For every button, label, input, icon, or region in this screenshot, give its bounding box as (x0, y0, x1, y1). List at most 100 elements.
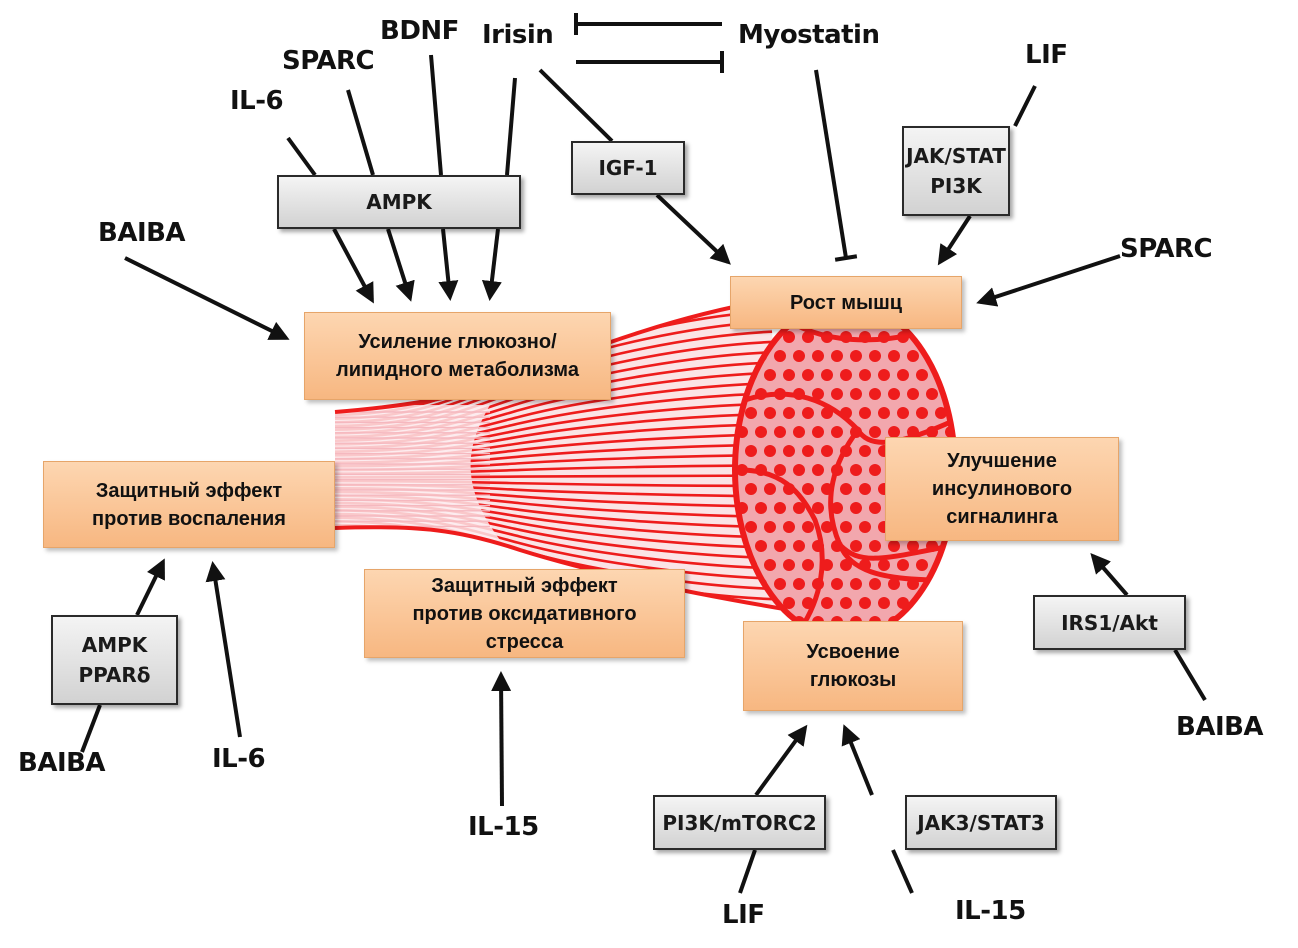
muscle-outline-bottom (334, 525, 791, 612)
myofibril-dot (859, 407, 871, 419)
label-sparc-right: SPARC (1120, 234, 1213, 264)
myofibril-dot (831, 426, 843, 438)
myofibril-dot (869, 426, 881, 438)
myofibril-dot (793, 502, 805, 514)
myofibril-dot (859, 559, 871, 571)
myofibril-dot (736, 426, 748, 438)
myofibril-dot (745, 407, 757, 419)
label-il15-center: IL-15 (468, 812, 539, 842)
myofibril-dot (812, 540, 824, 552)
myofibril-dot (878, 559, 890, 571)
pathway-box-irs1-akt: IRS1/Akt (1033, 595, 1186, 650)
myofibril-dot (850, 540, 862, 552)
edge-bdnf-ampk (429, 54, 443, 176)
myofibril-dot (907, 426, 919, 438)
myofibril-dot (745, 483, 757, 495)
myofibril-dot (859, 369, 871, 381)
myofibril-dot (850, 578, 862, 590)
myofibril-dot (840, 559, 852, 571)
edge-irs1-insulin (1090, 552, 1129, 597)
myofibril-dot (783, 331, 795, 343)
myofibril-dot (945, 578, 955, 590)
label-lif-top: LIF (1025, 40, 1068, 70)
myofibril-dot (821, 521, 833, 533)
myofibril-dot (897, 369, 909, 381)
myofibril-dot (736, 464, 748, 476)
edge-jak3-uptake (841, 724, 874, 796)
myofibril-dot (793, 578, 805, 590)
pathway-box-igf1: IGF-1 (571, 141, 685, 195)
myofibril-dot (840, 407, 852, 419)
edge-ampk-metabolism-1 (332, 228, 374, 304)
myofibril-dot (783, 369, 795, 381)
effect-box-anti-oxidative-stress: Защитный эффект против оксидативного стр… (364, 569, 685, 658)
myofibril-dot (907, 578, 919, 590)
myofibril-dot (878, 369, 890, 381)
myofibril-dot (793, 464, 805, 476)
effect-box-glucose-uptake: Усвоение глюкозы (743, 621, 963, 711)
myofibril-dot (821, 559, 833, 571)
myofibril-dot (831, 578, 843, 590)
myofibril-dot (831, 464, 843, 476)
myofibril-dot (793, 540, 805, 552)
myofibril-dot (802, 369, 814, 381)
myofibril-dot (764, 559, 776, 571)
effect-box-glucose-lipid-metabolism: Усиление глюкозно/ липидного метаболизма (304, 312, 611, 400)
myofibril-dot (821, 331, 833, 343)
myofibril-dot (755, 388, 767, 400)
myofibril-dot (764, 521, 776, 533)
myofibril-dot (859, 331, 871, 343)
myofibril-dot (840, 331, 852, 343)
myofibril-dot (755, 426, 767, 438)
pathway-box-jak-stat-pi3k: JAK/STAT PI3K (902, 126, 1010, 216)
label-baiba-top: BAIBA (98, 218, 186, 248)
edge-ampkppard-inflammation (135, 558, 165, 616)
edge-il15-oxidative (491, 671, 512, 807)
myofibril-dot (764, 445, 776, 457)
edge-baiba-irs1 (1173, 648, 1207, 702)
myofibril-dot (755, 502, 767, 514)
myofibril-dot (878, 331, 890, 343)
myofibril-dot (888, 540, 900, 552)
myofibril-dot (897, 407, 909, 419)
myofibril-dot (907, 350, 919, 362)
muscle-fibers (335, 300, 790, 610)
pathway-box-jak3-stat3: JAK3/STAT3 (905, 795, 1057, 850)
edge-sparc-ampk (346, 89, 375, 176)
pathway-box-pi3k-mtorc2: PI3K/mTORC2 (653, 795, 826, 850)
edge-myostatin-inhibits-growth (814, 69, 848, 259)
pathway-box-ampk: AMPK (277, 175, 521, 229)
myofibril-dot (783, 521, 795, 533)
edge-ampk-metabolism-4 (481, 228, 502, 301)
edge-il6-inflammation (205, 561, 242, 738)
myofibril-dot (869, 388, 881, 400)
label-irisin: Irisin (482, 20, 554, 50)
myofibril-dot (821, 483, 833, 495)
edge-ampk-metabolism-3 (438, 228, 459, 301)
edge-lif-pi3k (738, 849, 757, 894)
myofibril-dot (926, 388, 938, 400)
effect-box-muscle-growth: Рост мышц (730, 276, 962, 329)
myofibril-dot (802, 331, 814, 343)
edge-ampk-metabolism-2 (386, 228, 415, 302)
myofibril-dot (935, 597, 947, 609)
myofibril-dot (840, 483, 852, 495)
myofibril-dot (783, 407, 795, 419)
myofibril-dot (774, 426, 786, 438)
myofibril-dot (840, 521, 852, 533)
myofibril-dot (897, 331, 909, 343)
myofibril-dot (897, 559, 909, 571)
label-myostatin: Myostatin (738, 20, 880, 50)
myofibril-dot (935, 407, 947, 419)
myofibril-dot (850, 502, 862, 514)
myofibril-dot (736, 502, 748, 514)
myofibril-dot (869, 578, 881, 590)
myofibril-dot (802, 445, 814, 457)
myofibril-dot (935, 331, 947, 343)
edge-jakstat-growth (937, 214, 972, 266)
muscle-illustration (334, 298, 958, 641)
myofibril-dot (755, 464, 767, 476)
edge-baiba-ampkppard (80, 704, 102, 753)
myofibril-dot (859, 521, 871, 533)
